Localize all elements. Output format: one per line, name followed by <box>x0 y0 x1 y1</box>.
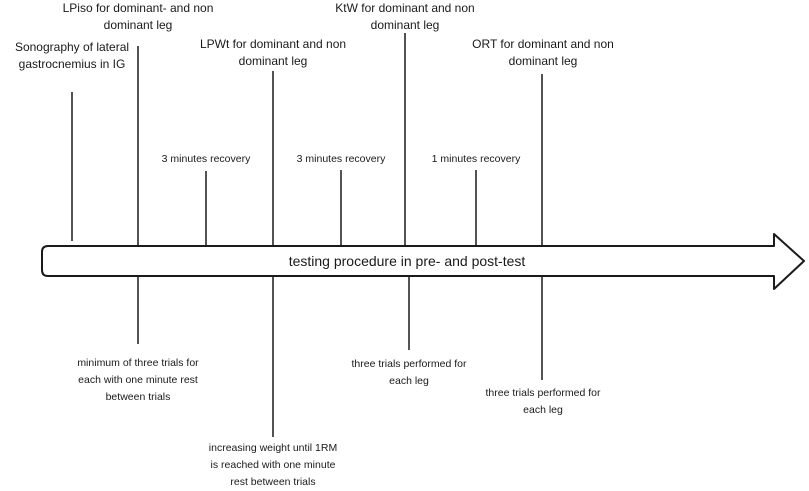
label-sonography: Sonography of lateral gastrocnemius in I… <box>14 40 130 71</box>
label-lpwt: LPWt for dominant and non dominant leg <box>199 37 347 68</box>
label-lpiso: LPiso for dominant- and non dominant leg <box>62 1 214 32</box>
label-ktw-detail: three trials performed for each leg <box>351 358 467 387</box>
label-recovery-1: 3 minutes recovery <box>161 153 251 165</box>
arrow-label: testing procedure in pre- and post-test <box>288 253 526 269</box>
label-lpiso-detail: minimum of three trials for each with on… <box>77 357 199 403</box>
label-recovery-2: 3 minutes recovery <box>296 153 386 165</box>
label-ktw: KtW for dominant and non dominant leg <box>335 1 475 32</box>
label-ort-detail: three trials performed for each leg <box>485 387 601 416</box>
label-ort: ORT for dominant and non dominant leg <box>472 37 614 68</box>
label-lpwt-detail: increasing weight until 1RM is reached w… <box>208 442 338 488</box>
label-recovery-3: 1 minutes recovery <box>431 153 521 165</box>
timeline-arrow <box>41 233 805 290</box>
